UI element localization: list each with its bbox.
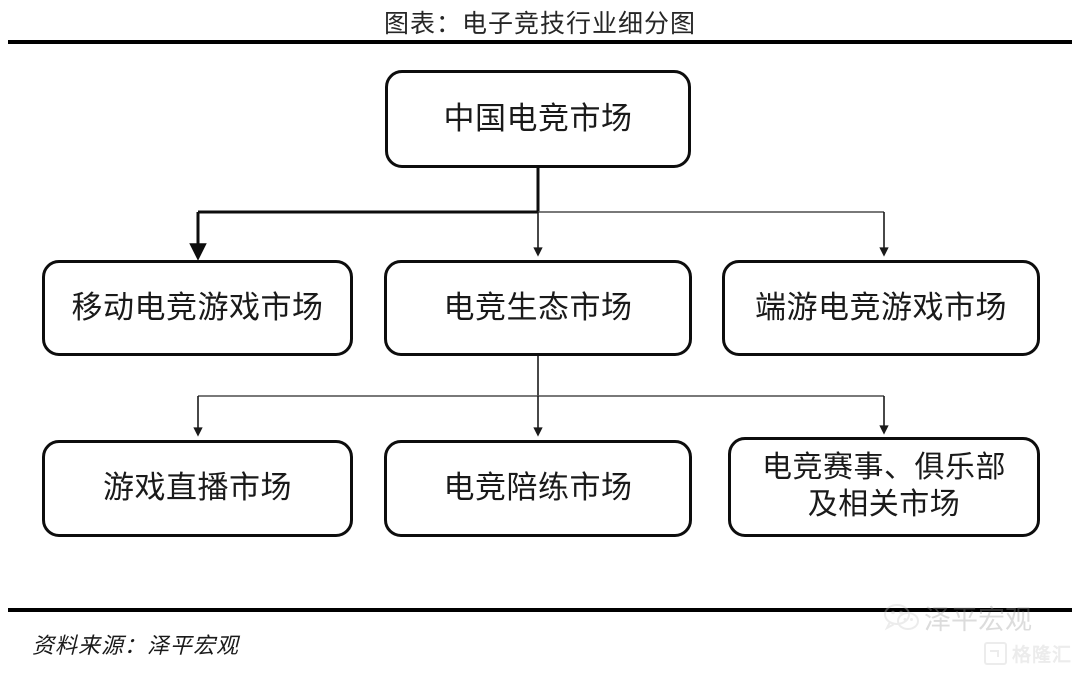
node-china-esports-market[interactable]: 中国电竞市场 xyxy=(385,70,691,168)
watermark-brand-name: 格隆汇 xyxy=(1011,645,1072,666)
page-title: 图表：电子竞技行业细分图 xyxy=(383,11,696,38)
node-esports-events-clubs-market[interactable]: 电竞赛事、俱乐部 及相关市场 xyxy=(728,437,1040,537)
node-pc-esports-game-market[interactable]: 端游电竞游戏市场 xyxy=(722,260,1040,356)
wechat-icon xyxy=(884,603,919,630)
node-esports-coaching-market[interactable]: 电竞陪练市场 xyxy=(384,440,692,537)
node-mobile-esports-game-market[interactable]: 移动电竞游戏市场 xyxy=(42,260,353,356)
watermark-account: 泽平宏观 xyxy=(884,598,1032,637)
divider-bottom xyxy=(8,608,1072,612)
node-game-streaming-market[interactable]: 游戏直播市场 xyxy=(42,440,353,537)
node-esports-ecosystem-market[interactable]: 电竞生态市场 xyxy=(384,260,692,356)
watermark: 泽平宏观 格隆汇 xyxy=(884,596,1074,672)
source-note: 资料来源：泽平宏观 xyxy=(32,633,240,658)
watermark-brand: 格隆汇 xyxy=(983,640,1072,667)
watermark-account-name: 泽平宏观 xyxy=(924,605,1032,635)
divider-top xyxy=(8,40,1072,44)
gelonghui-logo-icon xyxy=(983,642,1007,665)
